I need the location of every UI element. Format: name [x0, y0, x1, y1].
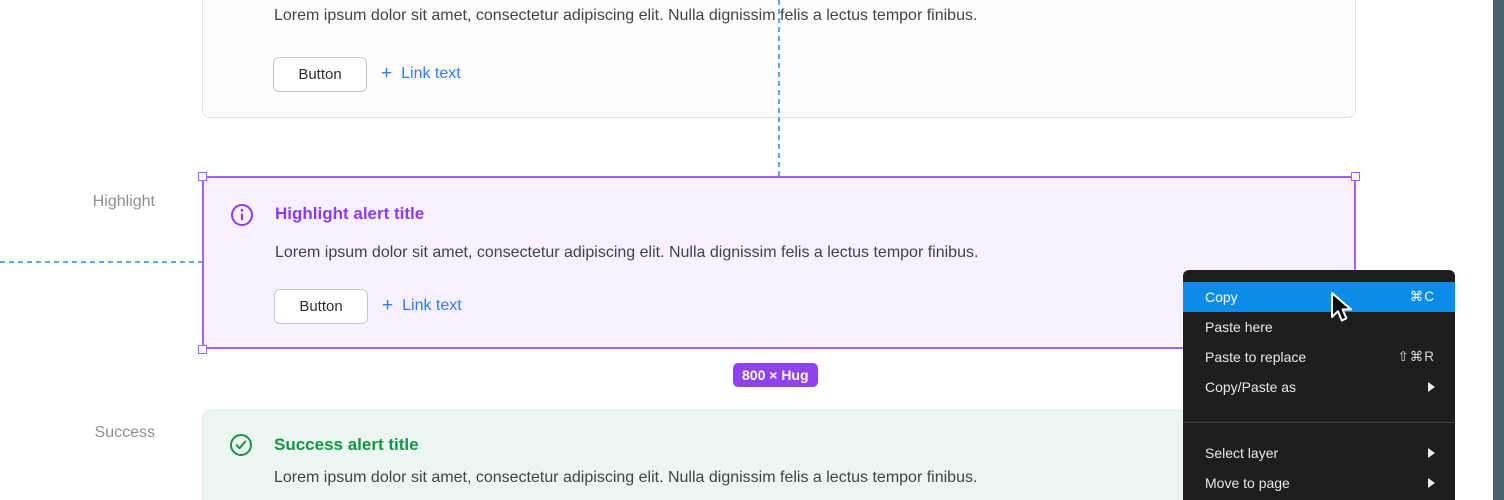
- submenu-arrow-icon: [1428, 478, 1435, 488]
- right-panel-strip: [1493, 0, 1504, 500]
- submenu-arrow-icon: [1428, 448, 1435, 458]
- selection-size-badge: 800 × Hug: [733, 363, 818, 387]
- selection-handle-top-right[interactable]: [1351, 172, 1360, 181]
- info-icon: [231, 204, 253, 226]
- alert-title: Highlight alert title: [275, 204, 425, 223]
- section-label-highlight: Highlight: [92, 193, 155, 210]
- alert-card-success[interactable]: Success alert title Lorem ipsum dolor si…: [202, 410, 1356, 500]
- context-menu: Copy ⌘C Paste here Paste to replace ⇧⌘R …: [1183, 270, 1455, 500]
- alert-button[interactable]: Button: [274, 289, 368, 324]
- plus-icon: +: [382, 295, 394, 316]
- alert-link[interactable]: + Link text: [382, 296, 462, 315]
- link-label: Link text: [401, 64, 461, 82]
- check-circle-icon: [230, 434, 252, 456]
- submenu-arrow-icon: [1428, 382, 1435, 392]
- menu-item-move-to-page[interactable]: Move to page: [1183, 468, 1455, 498]
- section-label-success: Success: [94, 424, 155, 441]
- menu-item-paste-to-replace[interactable]: Paste to replace ⇧⌘R: [1205, 349, 1435, 365]
- alert-body-text: Lorem ipsum dolor sit amet, consectetur …: [274, 7, 978, 24]
- menu-item-paste-here[interactable]: Paste here: [1205, 319, 1273, 335]
- shortcut-label: ⌘C: [1409, 289, 1435, 304]
- alert-body-text: Lorem ipsum dolor sit amet, consectetur …: [274, 469, 978, 486]
- alert-link[interactable]: + Link text: [381, 64, 461, 83]
- shortcut-label: ⇧⌘R: [1397, 349, 1435, 364]
- link-label: Link text: [402, 296, 462, 314]
- plus-icon: +: [381, 63, 393, 84]
- alert-button[interactable]: Button: [273, 57, 367, 92]
- alert-card-highlight[interactable]: Highlight alert title Lorem ipsum dolor …: [202, 176, 1356, 349]
- menu-item-copy[interactable]: Copy ⌘C: [1183, 282, 1455, 312]
- alert-title: Success alert title: [274, 435, 419, 454]
- menu-item-select-layer[interactable]: Select layer: [1183, 438, 1455, 468]
- menu-item-copy-paste-as[interactable]: Copy/Paste as: [1183, 372, 1455, 402]
- alert-body-text: Lorem ipsum dolor sit amet, consectetur …: [275, 244, 979, 261]
- vertical-guide-line: [778, 0, 780, 176]
- selection-handle-top-left[interactable]: [198, 172, 207, 181]
- selection-handle-bottom-left[interactable]: [198, 345, 207, 354]
- mouse-cursor-icon: [1331, 292, 1352, 322]
- horizontal-guide-line: [0, 261, 202, 263]
- menu-divider: [1183, 422, 1455, 423]
